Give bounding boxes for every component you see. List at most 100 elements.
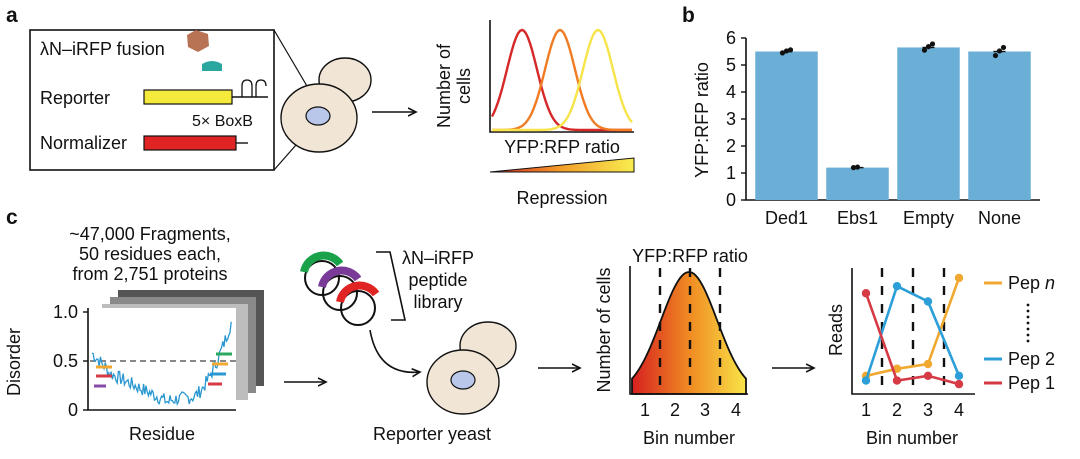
sort-bin-3: 3 (700, 400, 710, 420)
reporter-label: Reporter (40, 88, 110, 108)
reads-chart (861, 273, 964, 389)
reads-point (861, 289, 871, 298)
disorder-ytick-1: 1.0 (53, 302, 78, 322)
reads-point (954, 379, 964, 389)
reads-point (954, 371, 964, 381)
reads-point (923, 297, 933, 306)
disorder-ytick-0: 0 (68, 400, 78, 420)
sort-bin-1: 1 (640, 400, 650, 420)
peptide-library-label-2: peptide (408, 270, 467, 290)
sort-axes (629, 266, 748, 395)
fusion-label: λN–iRFP fusion (40, 39, 165, 59)
reads-bin-labels: 1 2 3 4 (861, 400, 964, 420)
bar-ylabel: YFP:RFP ratio (692, 62, 712, 178)
reads-point (923, 359, 933, 369)
library-text-3: from 2,751 proteins (72, 264, 227, 284)
reads-series-line (864, 292, 960, 386)
hist-curve-red (490, 28, 632, 132)
legend-ellipsis-dots (1026, 303, 1030, 343)
replicate-point (929, 41, 936, 47)
bar (755, 51, 818, 200)
bar-ytick-label: 6 (726, 28, 736, 48)
library-text-2: 50 residues each, (79, 244, 221, 264)
bar-category-label: Ded1 (765, 208, 808, 228)
residue-xlabel: Residue (129, 424, 195, 444)
reporter-bar (143, 89, 233, 105)
normalizer-bar (143, 135, 237, 151)
reads-point (892, 376, 902, 385)
repression-label: Repression (516, 188, 607, 208)
disorder-trace (91, 321, 232, 407)
replicate-point (1000, 44, 1007, 51)
library-text-1: ~47,000 Fragments, (69, 224, 231, 244)
reads-bin-2: 2 (892, 400, 902, 420)
construct-box (29, 29, 275, 171)
legend-label-pep-1: Pep 1 (1008, 373, 1055, 393)
legend-label-pep-2: Pep 2 (1008, 349, 1055, 369)
bar-category-label: Ebs1 (837, 208, 878, 228)
reads-bin-dividers (880, 268, 946, 394)
peptide-library-label-3: library (413, 292, 462, 312)
arrow-curve (369, 329, 420, 372)
disorder-plot-bg (88, 308, 236, 410)
bar-ytick-label: 0 (726, 190, 736, 210)
reads-series-line (865, 277, 961, 378)
sort-bin-2: 2 (670, 400, 680, 420)
reads-ylabel: Reads (826, 304, 846, 356)
fragment-markers (94, 352, 232, 388)
panel-label-b: b (682, 4, 695, 27)
panel-label-a: a (6, 4, 18, 27)
bar (968, 51, 1031, 200)
disorder-ytick-05: 0.5 (53, 351, 78, 371)
irfp-hexagon-icon (187, 30, 209, 52)
bar-ytick-label: 2 (726, 136, 736, 156)
sort-bin-dividers (658, 268, 722, 394)
bar-ytick-label: 4 (726, 82, 736, 102)
legend-label-pep-n: Pep n (1008, 273, 1055, 293)
reads-bin-4: 4 (954, 400, 964, 420)
plasmid-library-icon (300, 251, 406, 326)
reads-point (892, 281, 902, 291)
hist-axes (489, 20, 634, 133)
repression-wedge (489, 157, 635, 173)
sort-title: YFP:RFP ratio (632, 246, 748, 266)
bar-ytick-label: 5 (726, 55, 736, 75)
yeast-cell-icon (280, 57, 372, 153)
reads-bin-1: 1 (861, 400, 871, 420)
bar-category-label: None (978, 208, 1021, 228)
sort-xlabel: Bin number (643, 428, 735, 448)
hist-xlabel: YFP:RFP ratio (504, 137, 620, 157)
bar-category-label: Empty (903, 208, 954, 228)
hist-ylabel-1: Number of (434, 43, 454, 128)
panel-label-c: c (6, 206, 18, 229)
replicate-point (992, 52, 999, 59)
reads-bin-3: 3 (923, 400, 933, 420)
normalizer-label: Normalizer (40, 133, 127, 153)
boxb-hairpin-icon (241, 79, 267, 97)
reads-legend: Pep n Pep 2 Pep 1 (984, 273, 1055, 393)
hist-curve-yellow (492, 28, 633, 132)
sort-ylabel: Number of cells (594, 267, 614, 392)
reads-xlabel: Bin number (866, 428, 958, 448)
sort-bin-labels: 1 2 3 4 (640, 400, 741, 420)
bar (897, 47, 960, 201)
bar-ytick-label: 1 (726, 163, 736, 183)
disorder-ylabel: Disorder (4, 328, 24, 396)
bar (826, 167, 889, 200)
hist-curve-orange (492, 28, 632, 132)
reads-point (923, 371, 933, 381)
reporter-yeast-icon (426, 321, 517, 415)
lambda-n-icon (202, 61, 222, 71)
sort-bin-4: 4 (731, 400, 741, 420)
reads-axes (851, 268, 975, 395)
boxb-label: 5× BoxB (192, 113, 253, 130)
reporter-yeast-label: Reporter yeast (373, 424, 491, 444)
bar-ytick-label: 3 (726, 109, 736, 129)
replicate-point (921, 47, 928, 53)
reads-point (954, 273, 964, 283)
reads-point (861, 376, 871, 385)
peptide-library-label-1: λN–iRFP (402, 248, 474, 268)
hist-ylabel-2: cells (454, 68, 474, 104)
